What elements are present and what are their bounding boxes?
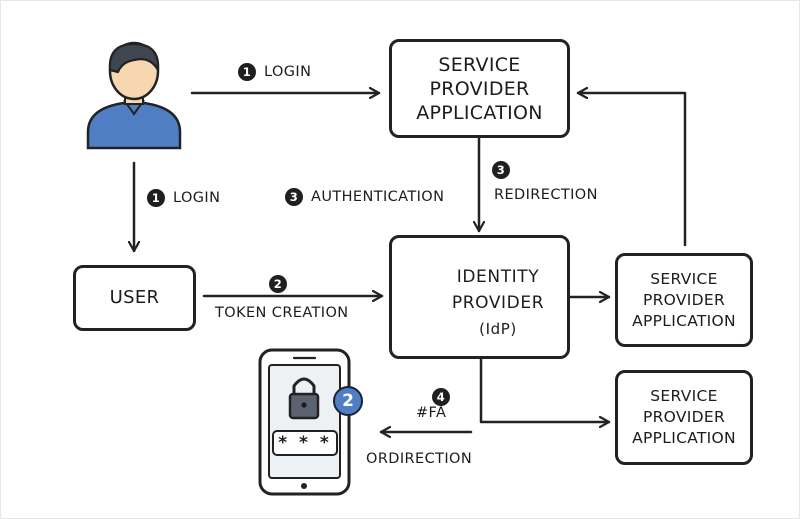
- arrow-idp-to-sp-bottom: [479, 355, 611, 422]
- redirection-text: REDIRECTION: [494, 187, 598, 203]
- step-number-badge: 1: [238, 63, 256, 81]
- step-number-badge: 2: [269, 275, 287, 293]
- service-provider-mid: SERVICE PROVIDER APPLICATION: [615, 253, 753, 347]
- label-login-top: 1 LOGIN: [238, 63, 311, 81]
- user-box-label: USER: [109, 287, 160, 308]
- sp-mid-line-2: PROVIDER: [642, 290, 726, 309]
- label-token-creation: TOKEN CREATION: [215, 305, 349, 321]
- step-number-badge: 3: [492, 161, 510, 179]
- label-token-num: 2: [269, 275, 287, 293]
- label-authentication: 3 AUTHENTICATION: [285, 188, 444, 206]
- step-2-badge: 2: [333, 386, 363, 416]
- sp-bottom-line-2: PROVIDER: [642, 408, 726, 426]
- idp-line-1: IDENTITY: [456, 267, 540, 287]
- sp-top-line-2: PROVIDER: [429, 77, 530, 100]
- ordirection-text: ORDIRECTION: [366, 451, 473, 467]
- login-down-text: LOGIN: [173, 190, 221, 206]
- label-redirection: REDIRECTION: [494, 187, 598, 203]
- service-provider-top: SERVICE PROVIDER APPLICATION: [389, 39, 570, 138]
- user-box: USER: [73, 265, 196, 331]
- token-creation-text: TOKEN CREATION: [215, 305, 349, 321]
- user-avatar-icon: [86, 41, 182, 150]
- sp-top-line-3: APPLICATION: [416, 101, 543, 124]
- twofa-text: #FA: [416, 405, 447, 421]
- arrow-sp-mid-to-sp-top: [576, 93, 687, 247]
- step-number-badge: 3: [285, 188, 303, 206]
- label-login-down: 1 LOGIN: [147, 189, 220, 207]
- label-ordirection: ORDIRECTION: [366, 451, 472, 467]
- sp-bottom-line-1: SERVICE: [650, 387, 718, 405]
- sp-mid-line-3: APPLICATION: [632, 311, 736, 330]
- sp-top-line-1: SERVICE: [438, 53, 521, 76]
- login-top-text: LOGIN: [264, 64, 312, 80]
- step-number-badge: 1: [147, 189, 165, 207]
- authentication-text: AUTHENTICATION: [311, 189, 445, 205]
- label-redirection-num: 3: [492, 161, 510, 179]
- sp-bottom-line-3: APPLICATION: [632, 429, 736, 447]
- service-provider-bottom: SERVICE PROVIDER APPLICATION: [615, 370, 753, 465]
- idp-label: IDENTITY PROVIDER (IdP): [444, 264, 552, 342]
- pin-entry-field: * * *: [272, 430, 338, 456]
- phone-icon: [258, 348, 351, 496]
- label-2fa-num: 4: [432, 388, 450, 406]
- label-2fa: #FA: [416, 405, 446, 421]
- idp-line-3: (IdP): [479, 320, 517, 338]
- idp-line-2: PROVIDER: [451, 293, 545, 313]
- identity-provider-box: [389, 235, 570, 359]
- sp-mid-line-1: SERVICE: [650, 269, 718, 288]
- step-number-badge: 4: [432, 388, 450, 406]
